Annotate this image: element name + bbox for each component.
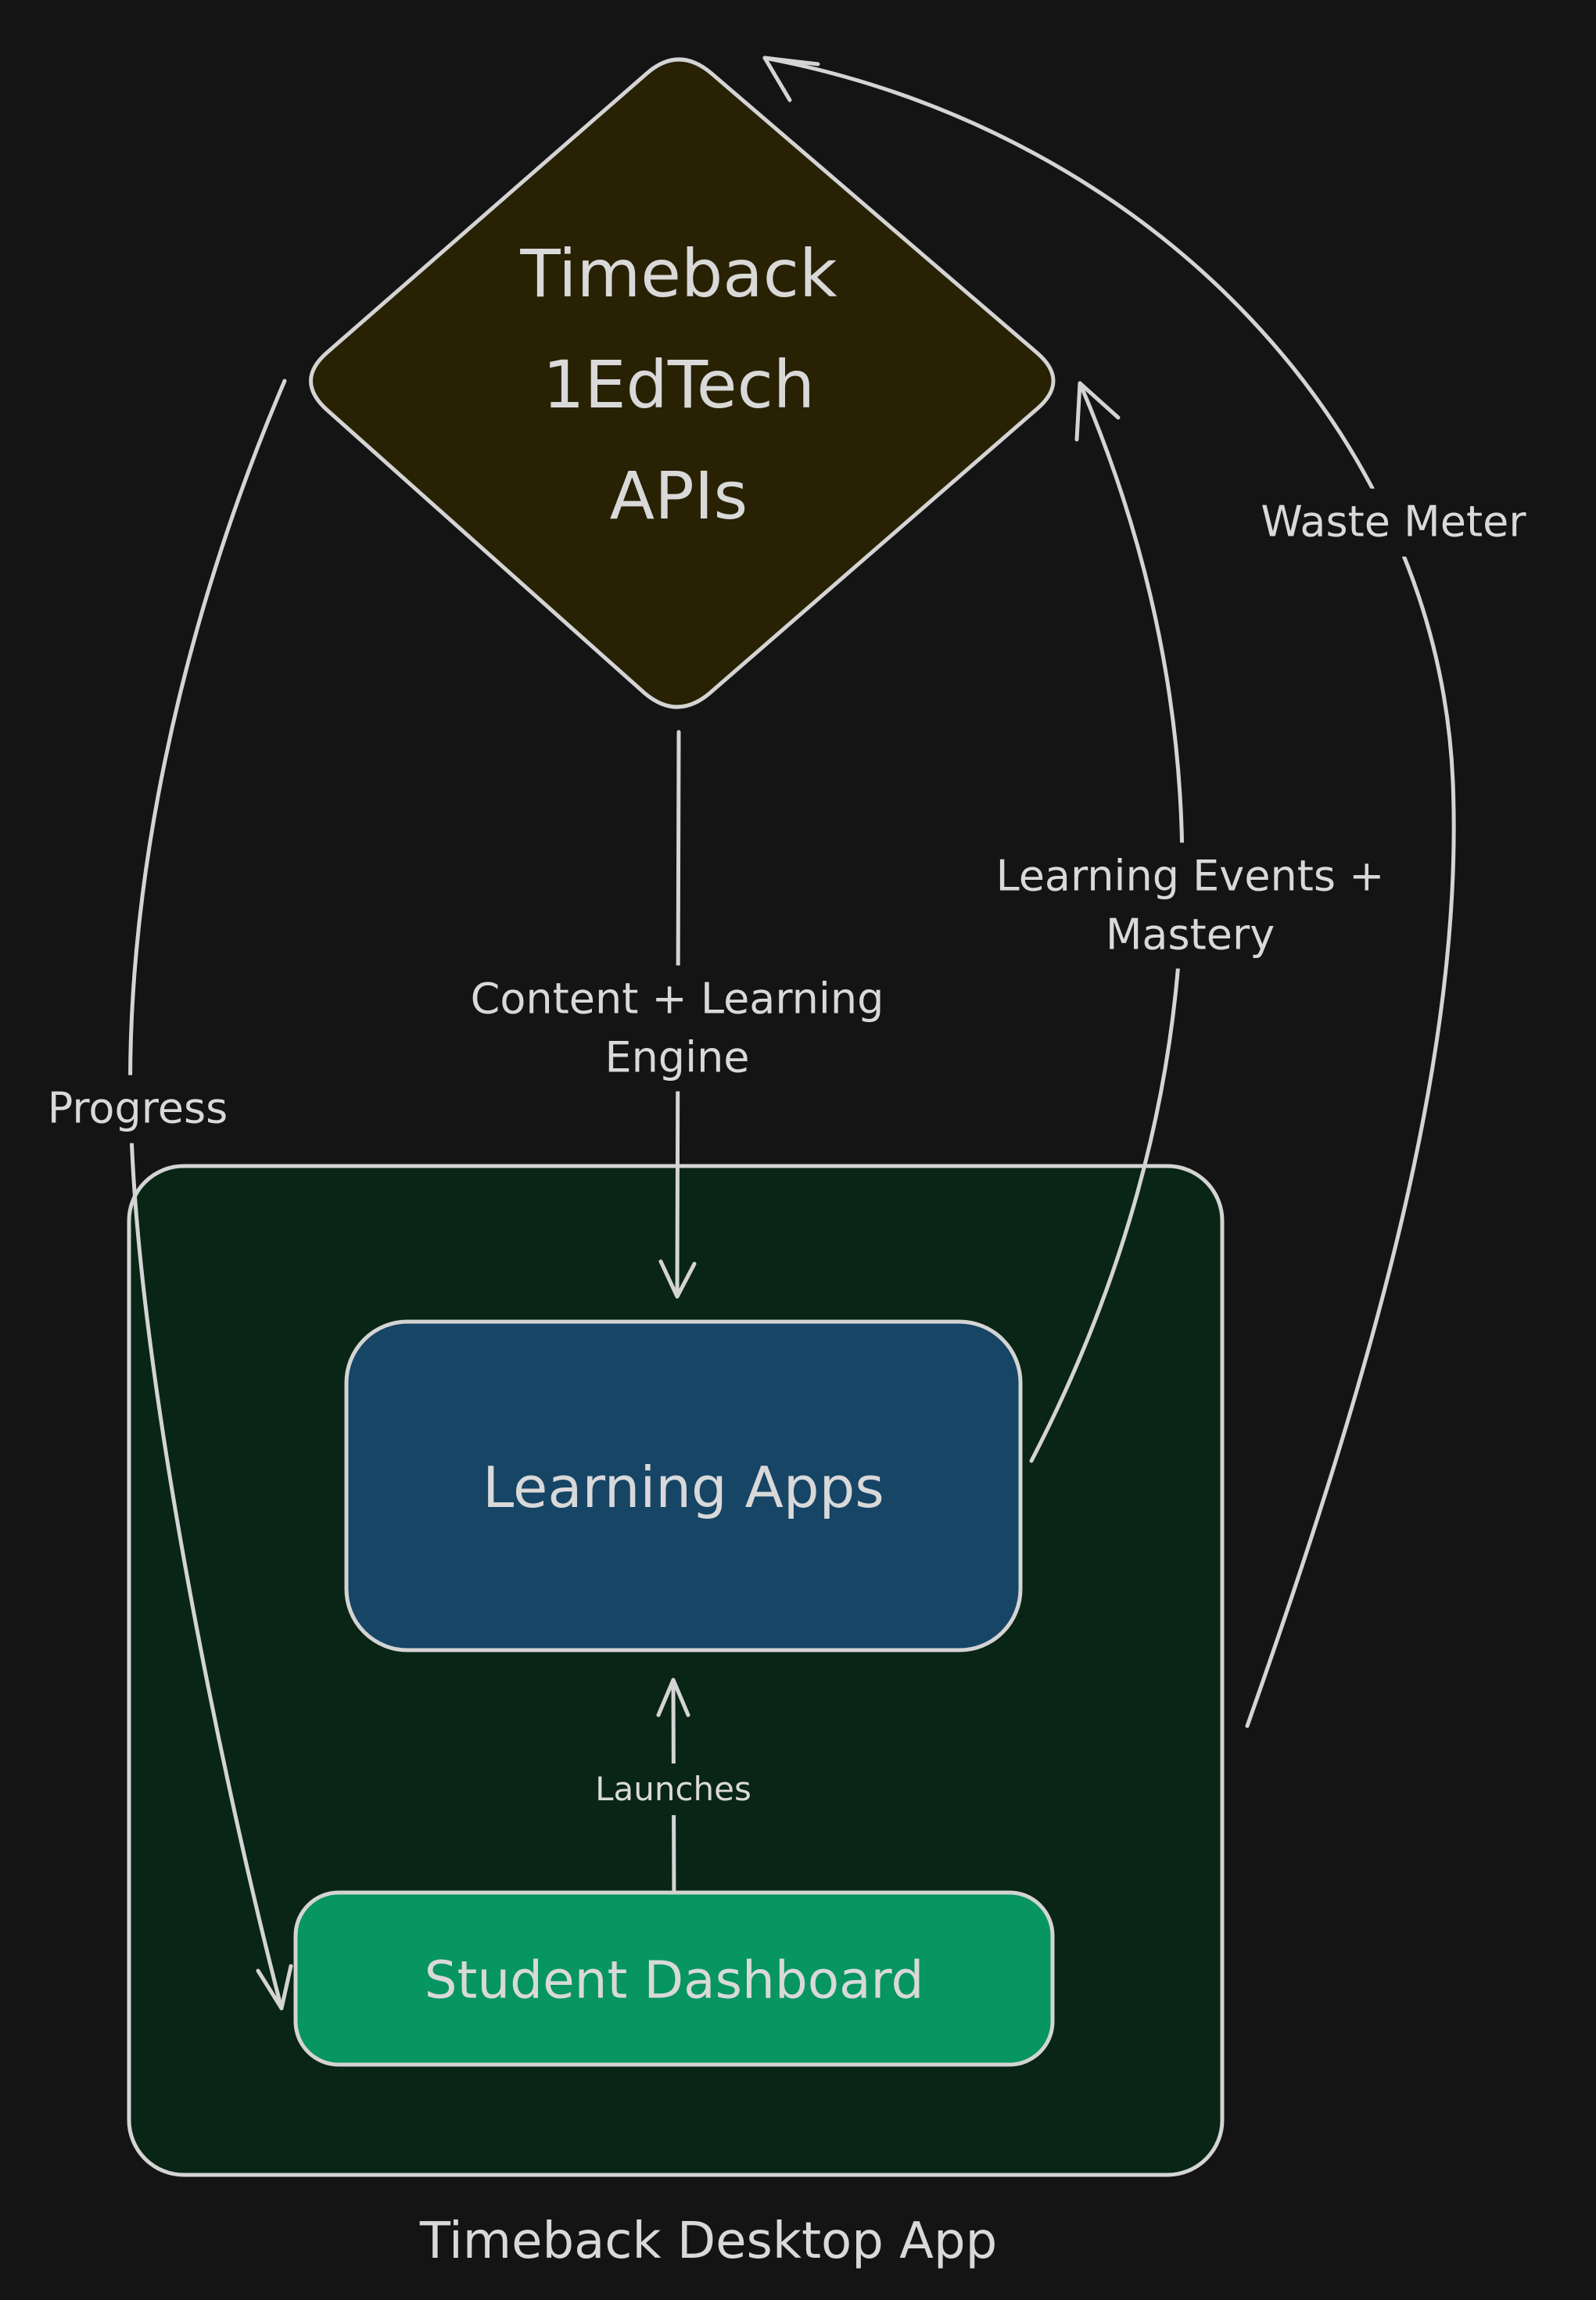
- content-engine-arrowhead-icon: [658, 1259, 697, 1299]
- timeback-apis-label-line3: APIs: [609, 457, 748, 534]
- timeback-apis-label: Timeback 1EdTech APIs: [520, 218, 837, 551]
- progress-arrowhead-icon: [256, 1964, 293, 2011]
- learning-events-arrowhead-icon: [1074, 381, 1121, 442]
- timeback-apis-diamond-shape[interactable]: [309, 57, 1056, 709]
- student-dashboard-label: Student Dashboard: [424, 1950, 924, 2011]
- progress-edge-label: Progress: [34, 1075, 241, 1143]
- launches-edge-label: Launches: [586, 1764, 761, 1815]
- student-dashboard-shape[interactable]: [293, 1890, 1055, 2067]
- learning-events-edge-label-line1: Learning Events +: [995, 851, 1385, 901]
- content-engine-edge-label-line1: Content + Learning: [470, 974, 884, 1024]
- content-engine-edge-label: Content + Learning Engine: [457, 965, 897, 1092]
- learning-events-edge-label: Learning Events + Mastery: [983, 842, 1397, 969]
- launches-arrowhead-icon: [656, 1677, 690, 1717]
- learning-apps-shape[interactable]: [344, 1319, 1023, 1652]
- desktop-app-label: Timeback Desktop App: [419, 2212, 998, 2270]
- waste-meter-arrowhead-icon: [762, 56, 820, 102]
- learning-events-edge-label-line2: Mastery: [1105, 910, 1275, 959]
- content-engine-edge-label-line2: Engine: [604, 1032, 750, 1082]
- waste-meter-arrow: [762, 56, 1456, 1728]
- timeback-apis-label-line2: 1EdTech: [543, 346, 815, 423]
- timeback-apis-label-line1: Timeback: [520, 235, 837, 312]
- waste-meter-edge-label: Waste Meter: [1248, 488, 1539, 557]
- learning-apps-label: Learning Apps: [482, 1455, 884, 1520]
